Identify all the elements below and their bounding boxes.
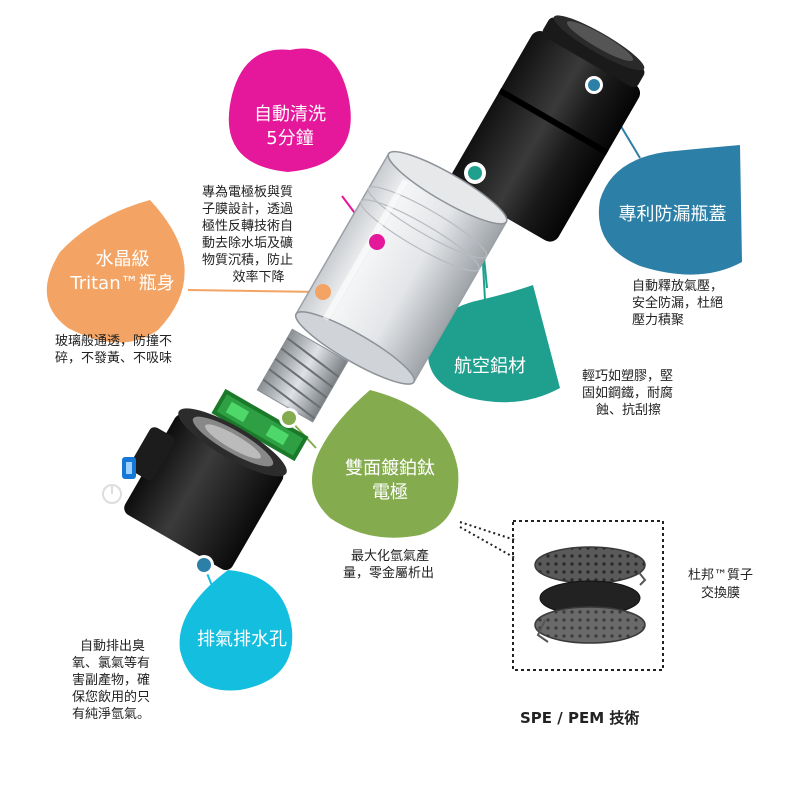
membrane-detail-box bbox=[459, 520, 664, 671]
blob-leakproof bbox=[598, 145, 742, 275]
blob-aluminum bbox=[427, 285, 560, 403]
exhaust-description: 自動排出臭 氧、氯氣等有 害副產物，確 保您飲用的只 有純淨氫氣。 bbox=[72, 639, 151, 722]
tritan-bottle-illustration bbox=[294, 150, 508, 385]
electrode-illustration bbox=[211, 388, 309, 462]
leakproof-title: 專利防漏瓶蓋 bbox=[618, 204, 727, 225]
blob-exhaust bbox=[179, 570, 293, 691]
tritan-title: 水晶級 Tritan™瓶身 bbox=[70, 249, 175, 294]
power-button-icon[interactable] bbox=[102, 484, 122, 504]
aluminum-title: 航空鋁材 bbox=[454, 356, 526, 377]
auto-clean-title: 自動清洗 5分鐘 bbox=[254, 104, 326, 149]
electrode-title: 雙面鍍鉑鈦 電極 bbox=[345, 458, 435, 503]
threaded-neck-illustration bbox=[256, 328, 349, 423]
leakproof-description: 自動釋放氣壓， 安全防漏，杜絕 壓力積聚 bbox=[632, 279, 724, 328]
auto-clean-description: 專為電極板與質 子膜設計，透過 極性反轉技術自 動去除水垢及礦 物質沉積，防止 … bbox=[202, 185, 294, 285]
exhaust-title: 排氣排水孔 bbox=[197, 629, 287, 650]
blob-electrode bbox=[312, 390, 459, 538]
base-unit-illustration bbox=[124, 408, 287, 571]
electrode-description: 最大化氫氣產 量，零金屬析出 bbox=[343, 549, 435, 581]
battery-indicator-icon bbox=[122, 457, 136, 479]
blob-tritan bbox=[46, 200, 185, 343]
tritan-description: 玻璃般通透，防撞不 碎，不發黃、不吸味 bbox=[55, 334, 173, 366]
membrane-label: 杜邦™質子 交換膜 bbox=[688, 568, 754, 601]
blob-auto-clean bbox=[228, 48, 351, 172]
spe-pem-caption: SPE / PEM 技術 bbox=[520, 709, 640, 727]
aluminum-description: 輕巧如塑膠，堅 固如鋼鐵，耐腐 蝕、抗刮擦 bbox=[582, 369, 674, 418]
anchor-dots bbox=[194, 76, 603, 575]
